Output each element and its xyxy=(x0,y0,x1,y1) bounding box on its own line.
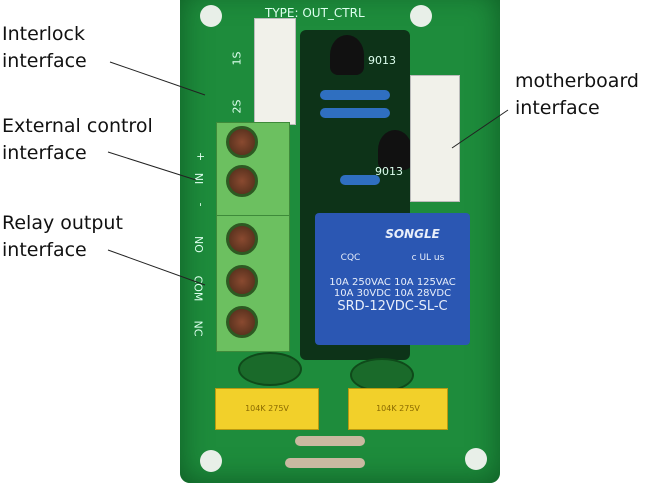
label-line: interface xyxy=(515,97,600,119)
leader-line-relay xyxy=(107,249,206,286)
relay-brand: SONGLE xyxy=(385,227,440,241)
relay-model: SRD-12VDC-SL-C xyxy=(337,299,448,314)
label-line: External control xyxy=(2,115,153,137)
varistor xyxy=(238,352,302,386)
resistor xyxy=(320,90,390,100)
label-external-control: External control interface xyxy=(2,113,153,167)
resistor xyxy=(320,108,390,118)
board-type-text: TYPE: OUT_CTRL xyxy=(265,6,365,20)
mount-hole xyxy=(465,448,487,470)
label-motherboard: motherboard interface xyxy=(515,68,639,122)
capacitor: 104K 275V xyxy=(215,388,319,430)
capacitor: 104K 275V xyxy=(348,388,448,430)
resistor xyxy=(295,436,365,446)
relay: SONGLE CQC c UL us 10A 250VAC 10A 125VAC… xyxy=(315,213,470,345)
leader-line-motherboard xyxy=(451,109,509,149)
relay-ul: c UL us xyxy=(411,253,445,263)
label-line: Interlock xyxy=(2,23,85,45)
mount-hole xyxy=(200,5,222,27)
terminal-screw xyxy=(226,165,258,197)
relay-cert: CQC xyxy=(340,253,361,263)
label-line: interface xyxy=(2,142,87,164)
leader-line-external xyxy=(107,151,197,181)
terminal-screw xyxy=(226,223,258,255)
relay-rating-2: 10A 30VDC 10A 28VDC xyxy=(333,288,452,299)
transistor xyxy=(378,130,412,170)
motherboard-connector xyxy=(410,75,460,202)
label-line: interface xyxy=(2,50,87,72)
label-line: Relay output xyxy=(2,212,123,234)
terminal-screw xyxy=(226,126,258,158)
label-interlock: Interlock interface xyxy=(2,21,87,75)
terminal-screw xyxy=(226,265,258,297)
transistor-label: 9013 xyxy=(368,54,396,67)
label-line: interface xyxy=(2,239,87,261)
terminal-screw xyxy=(226,306,258,338)
transistor-label: 9013 xyxy=(375,165,403,178)
leader-line-interlock xyxy=(109,61,206,96)
interlock-connector xyxy=(254,18,296,125)
label-relay-output: Relay output interface xyxy=(2,210,123,264)
mount-hole xyxy=(410,5,432,27)
resistor xyxy=(285,458,365,468)
label-line: motherboard xyxy=(515,70,639,92)
mount-hole xyxy=(200,450,222,472)
resistor xyxy=(340,175,380,185)
transistor xyxy=(330,35,364,75)
relay-rating-1: 10A 250VAC 10A 125VAC xyxy=(329,277,456,288)
